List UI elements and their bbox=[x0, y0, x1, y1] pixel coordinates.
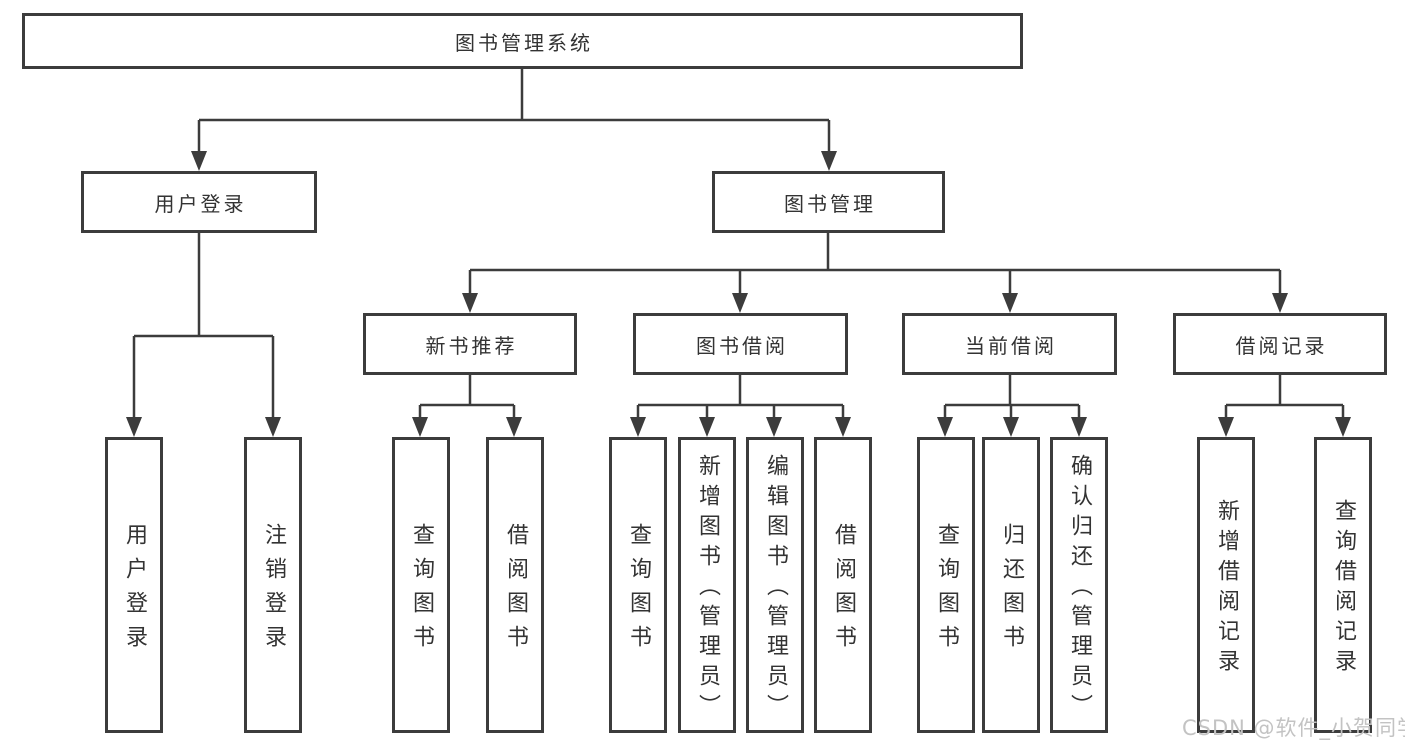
leaf-label: 查询图书 bbox=[626, 523, 651, 659]
leaf-borrow-books-recommend: 借阅图书 bbox=[486, 437, 544, 733]
node-borrow-records: 借阅记录 bbox=[1173, 313, 1387, 375]
leaf-label: 归还图书 bbox=[999, 523, 1024, 659]
leaf-logout: 注销登录 bbox=[244, 437, 302, 733]
node-new-book-recommend: 新书推荐 bbox=[363, 313, 577, 375]
leaf-add-borrow-record: 新增借阅记录 bbox=[1197, 437, 1255, 733]
leaf-label: 注销登录 bbox=[261, 523, 286, 659]
leaf-query-borrow-record: 查询借阅记录 bbox=[1314, 437, 1372, 733]
leaf-add-book-admin: 新增图书（管理员） bbox=[678, 437, 736, 733]
leaf-confirm-return-admin: 确认归还（管理员） bbox=[1050, 437, 1108, 733]
node-user-login: 用户登录 bbox=[81, 171, 317, 233]
node-book-management: 图书管理 bbox=[712, 171, 945, 233]
leaf-label: 新增借阅记录 bbox=[1214, 499, 1239, 679]
leaf-return-book: 归还图书 bbox=[982, 437, 1040, 733]
leaf-label: 查询借阅记录 bbox=[1331, 499, 1356, 679]
csdn-watermark: CSDN @软件_小贺同学 bbox=[1182, 716, 1405, 740]
leaf-label: 查询图书 bbox=[409, 523, 434, 659]
leaf-label: 编辑图书（管理员） bbox=[763, 454, 788, 724]
leaf-borrow-books: 借阅图书 bbox=[814, 437, 872, 733]
leaf-query-books-recommend: 查询图书 bbox=[392, 437, 450, 733]
leaf-edit-book-admin: 编辑图书（管理员） bbox=[746, 437, 804, 733]
leaf-label: 借阅图书 bbox=[831, 523, 856, 659]
node-root: 图书管理系统 bbox=[22, 13, 1023, 69]
leaf-label: 用户登录 bbox=[122, 523, 147, 659]
leaf-query-books-current: 查询图书 bbox=[917, 437, 975, 733]
arrowheads bbox=[126, 151, 1351, 437]
node-book-borrow: 图书借阅 bbox=[633, 313, 848, 375]
leaf-label: 新增图书（管理员） bbox=[695, 454, 720, 724]
leaf-label: 查询图书 bbox=[934, 523, 959, 659]
leaf-label: 借阅图书 bbox=[503, 523, 528, 659]
leaf-query-books-borrow: 查询图书 bbox=[609, 437, 667, 733]
leaf-label: 确认归还（管理员） bbox=[1067, 454, 1092, 724]
node-current-borrow: 当前借阅 bbox=[902, 313, 1117, 375]
leaf-user-login: 用户登录 bbox=[105, 437, 163, 733]
